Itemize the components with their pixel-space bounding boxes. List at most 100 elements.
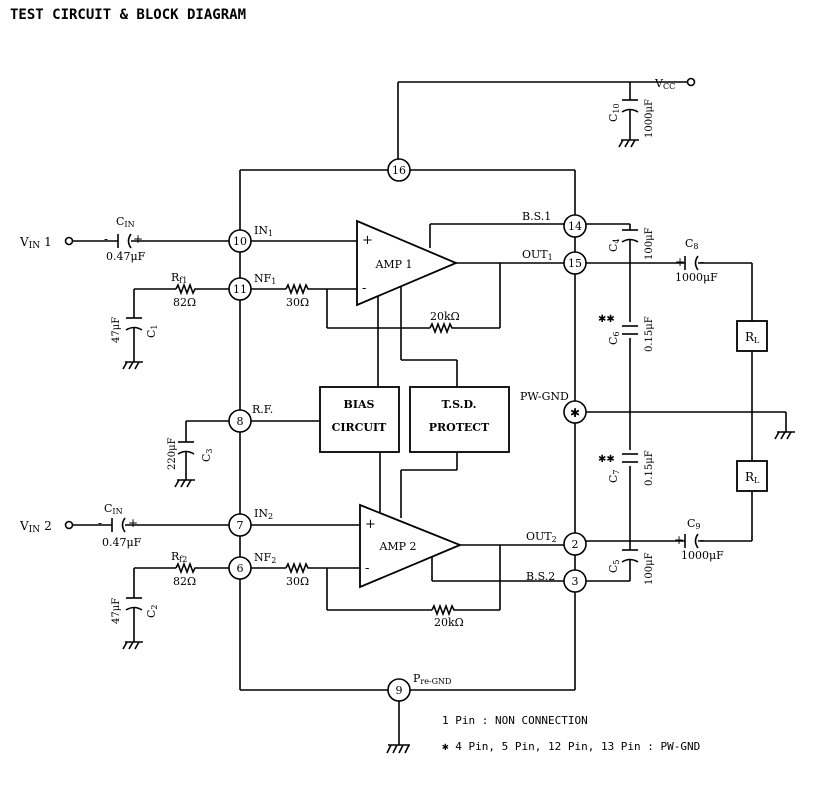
pin-15-label: 15	[568, 257, 582, 270]
c10-value: 1000μF	[644, 99, 655, 138]
resistor-rf2-icon	[175, 561, 197, 575]
amp2-label: AMP 2	[378, 540, 416, 553]
c6-value: 0.15μF	[644, 316, 655, 352]
amp1-triangle	[356, 219, 459, 307]
in2-label: IN2	[254, 507, 273, 521]
capacitor-c7-icon	[622, 453, 638, 463]
c4-value: 100μF	[644, 227, 655, 260]
pin-14-label: 14	[568, 220, 582, 233]
amp1-plus: +	[362, 233, 373, 248]
pin-pwgnd-label: ✱	[570, 406, 580, 420]
capacitor-c4-icon	[621, 229, 639, 246]
pin-10-label: 10	[233, 235, 247, 248]
resistor-20k-1-icon	[429, 321, 454, 335]
c5-value: 100μF	[644, 552, 655, 585]
c3-value: 220μF	[167, 437, 178, 470]
amp1-label: AMP 1	[374, 258, 412, 271]
c7-name: C7	[607, 469, 621, 483]
amp2-plus: +	[365, 517, 376, 532]
pin-6-label: 6	[237, 562, 244, 575]
c6-mark: ✱✱	[598, 314, 615, 325]
capacitor-c2-icon	[125, 597, 143, 616]
capacitor-c3-icon	[177, 441, 195, 460]
amp1-minus: -	[362, 281, 366, 296]
pin-11-label: 11	[233, 283, 247, 296]
c4-name: C4	[607, 238, 621, 252]
rf-pin-label: R.F.	[252, 403, 273, 416]
cin1-plus: +	[133, 232, 143, 246]
bs2-label: B.S.2	[526, 570, 555, 583]
rl1-name: RL	[745, 330, 760, 345]
c2-value: 47μF	[111, 598, 122, 624]
c8-minus: -	[700, 255, 704, 269]
out1-label: OUT1	[522, 248, 553, 262]
vcc-terminal	[686, 77, 696, 87]
capacitor-c1-icon	[125, 317, 143, 336]
c8-plus: +	[675, 255, 685, 269]
bias-label-2: CIRCUIT	[332, 421, 388, 434]
resistor-20k-2-icon	[431, 603, 456, 617]
ground-icon	[774, 431, 795, 440]
capacitors	[111, 99, 699, 616]
tsd-label-2: PROTECT	[429, 421, 490, 434]
c8-name: C8	[685, 237, 699, 251]
c1-name: C1	[145, 324, 159, 338]
amp2-minus: -	[365, 561, 369, 576]
nf1-label: NF1	[254, 272, 276, 286]
r30-1-value: 30Ω	[286, 296, 309, 309]
ground-icon	[174, 479, 195, 488]
r20k-2-value: 20kΩ	[434, 616, 464, 629]
c9-minus: -	[700, 533, 704, 547]
r20k-1-value: 20kΩ	[430, 310, 460, 323]
pin-8-label: 8	[237, 415, 244, 428]
pin-7-label: 7	[237, 519, 244, 532]
resistor-30ohm-1-icon	[285, 282, 310, 296]
bias-label-1: BIAS	[344, 398, 375, 411]
tsd-protect-block	[409, 386, 510, 453]
capacitor-cin2-icon	[111, 517, 126, 533]
ground-icon	[122, 641, 143, 650]
pin-9-label: 9	[396, 684, 403, 697]
rl2-name: RL	[745, 470, 760, 485]
wiring	[73, 81, 787, 745]
nf2-label: NF2	[254, 551, 276, 565]
ground-icon	[122, 361, 143, 370]
c10-name: C10	[607, 103, 621, 122]
c9-name: C9	[687, 517, 701, 531]
cin1-name: CIN	[116, 215, 135, 229]
cin2-plus: +	[128, 516, 138, 530]
pregnd-label: Pre-GND	[413, 672, 451, 686]
cin2-value: 0.47μF	[102, 536, 142, 549]
pins: 16 14 15 10 11 8 ✱ 7 6 2 3 9	[64, 77, 696, 702]
rf2-name: Rf2	[171, 550, 187, 564]
c2-name: C2	[145, 604, 159, 618]
c5-name: C5	[607, 559, 621, 573]
c3-name: C3	[200, 448, 214, 462]
load-resistor-rl1	[736, 320, 768, 352]
c7-mark: ✱✱	[598, 454, 615, 465]
vin2-terminal	[64, 520, 74, 530]
c8-value: 1000μF	[675, 271, 718, 284]
bias-circuit-block	[319, 386, 400, 453]
capacitor-cin1-icon	[117, 233, 132, 249]
load-resistor-rl2	[736, 460, 768, 492]
cin1-value: 0.47μF	[106, 250, 146, 263]
capacitor-c9-icon	[684, 533, 699, 549]
rf1-value: 82Ω	[173, 296, 196, 309]
diagram-title: TEST CIRCUIT & BLOCK DIAGRAM	[10, 7, 246, 23]
bs1-label: B.S.1	[522, 210, 551, 223]
out2-label: OUT2	[526, 530, 557, 544]
note-pin1: 1 Pin : NON CONNECTION	[442, 714, 588, 727]
c9-plus: +	[674, 533, 684, 547]
in1-label: IN1	[254, 224, 273, 238]
resistors	[175, 282, 768, 617]
ground-icon	[386, 744, 410, 754]
capacitor-c8-icon	[684, 255, 699, 271]
c7-value: 0.15μF	[644, 450, 655, 486]
resistor-30ohm-2-icon	[285, 561, 310, 575]
pin-2-label: 2	[572, 538, 579, 551]
c1-value: 47μF	[111, 317, 122, 343]
